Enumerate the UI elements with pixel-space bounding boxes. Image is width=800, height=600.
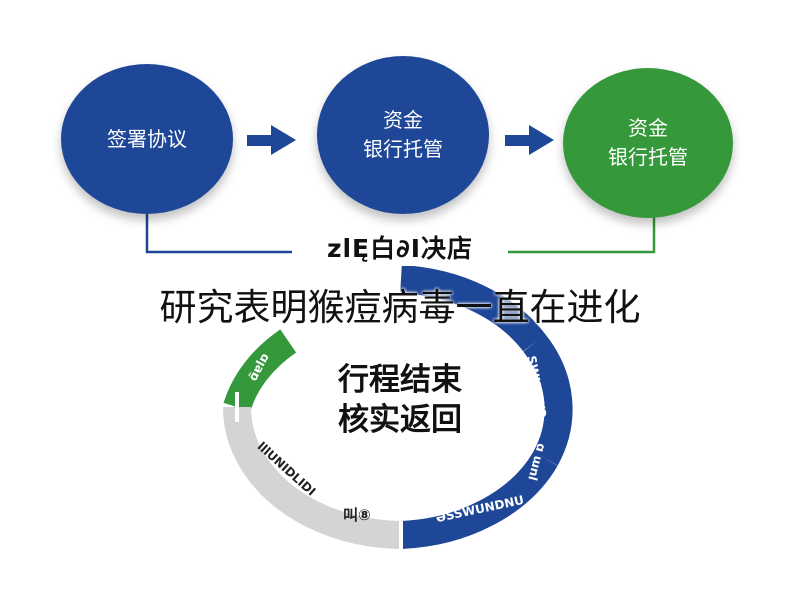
cycle-center-line-2: 核实返回 bbox=[338, 402, 462, 438]
step-3-label-line-2: 银行托管 bbox=[608, 145, 688, 169]
arrow-2-icon bbox=[505, 125, 554, 155]
ring-segment-blue-right bbox=[523, 334, 573, 466]
step-1-label: 签署协议 bbox=[107, 126, 187, 151]
step-2-label-line-2: 银行托管 bbox=[363, 137, 443, 161]
step-3-label-line-1: 资金 bbox=[628, 116, 668, 140]
cycle-ring bbox=[222, 265, 573, 549]
ring-segment-gray-bottom bbox=[314, 504, 402, 549]
step-2-label-line-1: 资金 bbox=[383, 108, 423, 132]
headline: 研究表明猴痘病毒一直在进化 bbox=[159, 286, 641, 329]
bracket-right-line bbox=[500, 214, 656, 254]
cycle-center: 行程结束 核实返回 bbox=[300, 360, 500, 440]
cycle-center-line-1: 行程结束 bbox=[338, 361, 462, 398]
ring-segment-gray-left bbox=[222, 406, 326, 531]
step-sign-agreement: 签署协议 bbox=[61, 64, 233, 214]
bracket-label: zlĘ白∂I决店 bbox=[292, 228, 508, 266]
bracket-left-line bbox=[145, 212, 300, 254]
step-bank-custody-green: 资金 银行托管 bbox=[563, 68, 733, 218]
arrow-1-icon bbox=[247, 125, 296, 155]
ring-segment-blue-bottom bbox=[400, 451, 558, 549]
step-bank-custody: 资金 银行托管 bbox=[317, 56, 489, 214]
ring-segment-blue-top bbox=[400, 265, 546, 352]
ring-segment-green bbox=[223, 329, 297, 412]
ring-label-gray-2: 叫⑧ bbox=[343, 506, 371, 524]
